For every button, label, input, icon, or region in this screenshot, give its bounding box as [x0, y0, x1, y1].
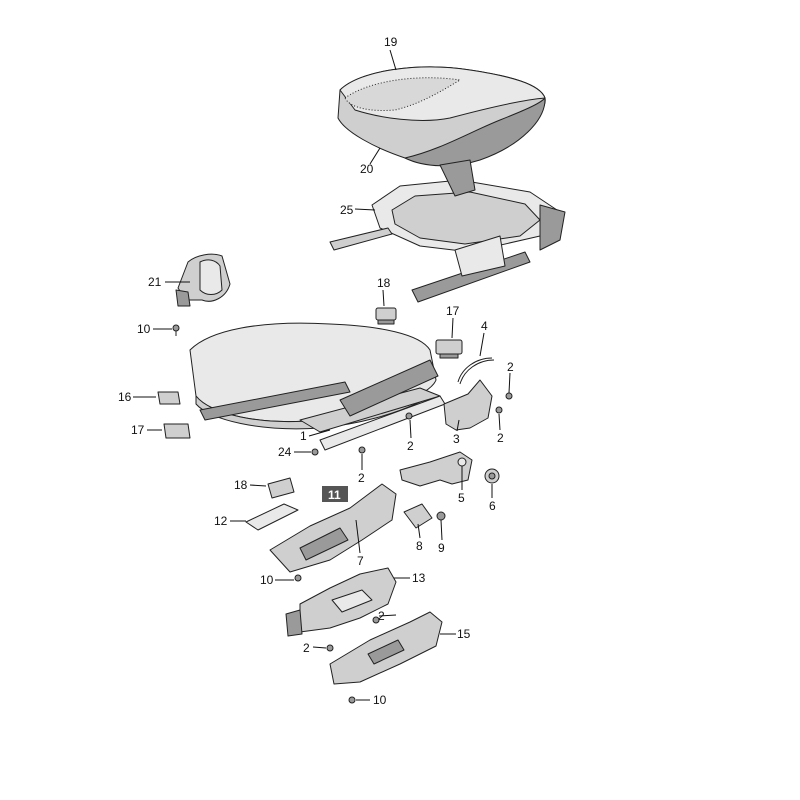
part-9 — [436, 511, 446, 521]
label-15: 15 — [457, 627, 471, 641]
label-18-top: 18 — [377, 276, 391, 290]
label-2-f: 2 — [303, 641, 310, 655]
screw-2e — [372, 616, 380, 624]
label-8: 8 — [416, 539, 423, 553]
seat-cushion-frame — [189, 322, 446, 451]
label-20: 20 — [360, 162, 374, 176]
trim-panel-21 — [175, 253, 231, 307]
label-21: 21 — [148, 275, 162, 289]
screw-24 — [311, 448, 319, 456]
screw-2c — [405, 412, 413, 420]
label-10-bottom: 10 — [373, 693, 387, 707]
label-12: 12 — [214, 514, 228, 528]
seat-frame — [329, 159, 566, 303]
label-18-lower: 18 — [234, 478, 248, 492]
label-2-d: 2 — [358, 471, 365, 485]
clip-17-left — [163, 423, 191, 439]
screw-2d — [358, 446, 366, 454]
trim-strip-12 — [245, 503, 299, 531]
knob-6 — [484, 468, 500, 484]
callout-labels: 19 20 25 21 18 17 4 10 2 16 17 1 3 2 2 2… — [118, 35, 514, 707]
label-2-b: 2 — [497, 431, 504, 445]
label-17-top: 17 — [446, 304, 460, 318]
label-19: 19 — [384, 35, 398, 49]
screw-10a — [172, 324, 180, 336]
label-2-a: 2 — [507, 360, 514, 374]
screw-2a — [505, 392, 513, 400]
switch-frame-13 — [285, 567, 397, 637]
label-6: 6 — [489, 499, 496, 513]
clip-17-top — [435, 339, 463, 359]
screw-10c — [348, 696, 356, 704]
label-13: 13 — [412, 571, 426, 585]
bracket-3 — [443, 379, 493, 431]
side-trim-7 — [269, 483, 397, 573]
label-11: 11 — [328, 488, 341, 502]
label-25: 25 — [340, 203, 354, 217]
label-24: 24 — [278, 445, 292, 459]
clip-18-lower — [267, 477, 295, 499]
label-17-left: 17 — [131, 423, 145, 437]
seat-cushion-pad — [337, 66, 546, 167]
label-2-e: 2 — [378, 609, 385, 623]
switch-cover-15 — [329, 611, 443, 685]
label-10-top: 10 — [137, 322, 151, 336]
screw-2f — [326, 644, 334, 652]
bracket-5 — [399, 451, 473, 487]
label-4: 4 — [481, 319, 488, 333]
label-7: 7 — [357, 554, 364, 568]
label-2-c: 2 — [407, 439, 414, 453]
screw-2b — [495, 406, 503, 414]
part-8 — [403, 503, 433, 529]
leader-lines — [133, 49, 511, 701]
label-5: 5 — [458, 491, 465, 505]
label-16: 16 — [118, 390, 132, 404]
label-10-mid: 10 — [260, 573, 274, 587]
clip-16 — [157, 391, 181, 405]
label-3: 3 — [453, 432, 460, 446]
screw-10b — [294, 574, 302, 582]
clip-18-top — [375, 307, 397, 325]
cable-4 — [457, 357, 495, 385]
label-1: 1 — [300, 429, 307, 443]
label-9: 9 — [438, 541, 445, 555]
label-11-box — [322, 486, 348, 502]
